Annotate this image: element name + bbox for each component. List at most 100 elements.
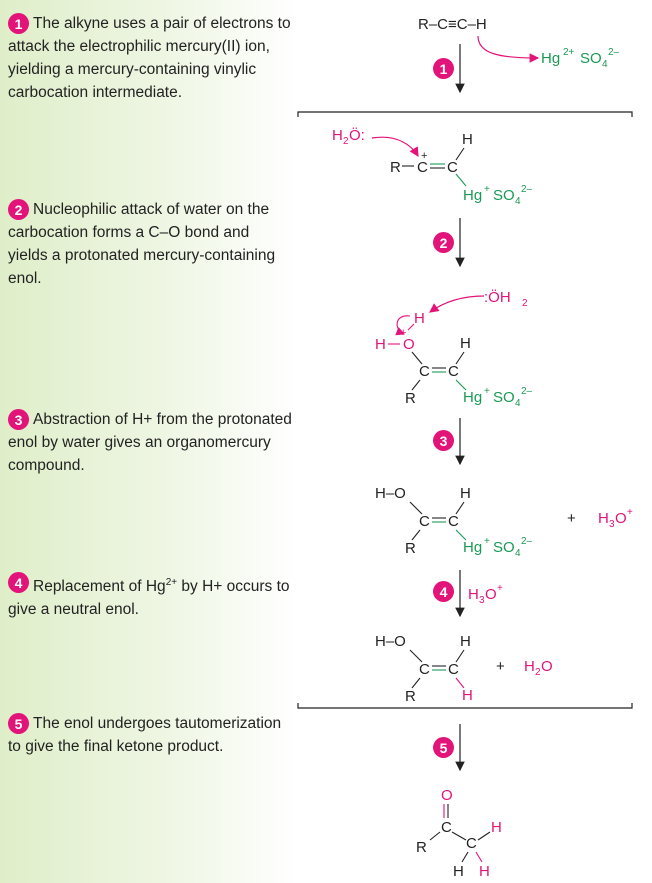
cation-c2: C — [447, 159, 458, 176]
hg-plus-sulfate-3: Hg + SO 4 2– — [463, 536, 533, 559]
h3o-subscript: 3 — [609, 519, 615, 530]
enol-r: R — [405, 688, 416, 705]
om-c2: C — [448, 513, 459, 530]
so-label-4: SO — [493, 539, 515, 556]
hg-plus-sulfate-2: Hg + SO 4 2– — [463, 386, 533, 409]
vinylic-carbocation: R C + C H — [390, 131, 473, 187]
step-1-badge: 1 — [8, 13, 29, 34]
water-o: Ö: — [349, 126, 365, 144]
so-label-3: SO — [493, 389, 515, 406]
h2o-subscript: 2 — [535, 667, 541, 678]
electron-arrow-1 — [477, 35, 540, 63]
step-1-text: The alkyne uses a pair of electrons to a… — [8, 15, 291, 101]
electron-arrow-2 — [371, 136, 419, 158]
step-3-badge: 3 — [8, 409, 29, 430]
ketone-product: O C R C H H H — [416, 787, 502, 880]
om-c1: C — [419, 513, 430, 530]
water-nucleophile: H 2 Ö: — [332, 126, 365, 147]
hgplus-charge-2: + — [484, 386, 490, 397]
bracket-top — [297, 111, 633, 117]
step-4-text-b: by H+ occurs to give a neutral enol. — [8, 578, 290, 619]
om-ho: H–O — [375, 485, 406, 502]
enol2-c2: C — [448, 363, 459, 380]
om-r: R — [405, 540, 416, 557]
so-label-2: SO — [493, 187, 515, 204]
arrow-5-badge: 5 — [433, 737, 454, 758]
step-3-text: Abstraction of H+ from the protonated en… — [8, 411, 292, 474]
h3o-o: O — [615, 510, 627, 527]
arrow-2-badge: 2 — [433, 232, 454, 253]
oxonium-charge: + — [400, 327, 406, 339]
hydronium-reagent: H 3 O + — [468, 583, 503, 606]
hg-plus-sulfate-1: Hg + SO 4 2– — [463, 184, 533, 207]
water-h: H — [332, 127, 343, 144]
cation-r: R — [390, 159, 401, 176]
so-subscript-3: 4 — [515, 398, 521, 409]
step-4-text-a: Replacement of Hg — [33, 578, 166, 596]
step-4-superscript: 2+ — [165, 577, 178, 588]
proton-h: H — [414, 310, 425, 327]
om-h: H — [460, 485, 471, 502]
protonated-enol-skeleton: C C H R — [405, 335, 471, 407]
so-charge: 2– — [608, 47, 620, 58]
h2o-o: O — [541, 658, 553, 675]
so-subscript-4: 4 — [515, 548, 521, 559]
mercury-sulfate-reagent: Hg 2+ SO 4 2– — [541, 47, 620, 70]
enol2-c1: C — [419, 363, 430, 380]
alkyne-formula: R–C≡C–H — [418, 16, 487, 33]
step-2-text: Nucleophilic attack of water on the carb… — [8, 201, 276, 287]
oxonium-h: H — [375, 336, 386, 353]
plus-sign-1: + — [567, 510, 576, 527]
oxonium-o: O — [403, 336, 415, 353]
hg-charge: 2+ — [563, 47, 575, 58]
step-5-badge: 5 — [8, 713, 29, 734]
so-label: SO — [580, 50, 602, 67]
ketone-c2: C — [466, 835, 477, 852]
ketone-o: O — [441, 787, 453, 804]
so-subscript-2: 4 — [515, 196, 521, 207]
so-charge-3: 2– — [521, 386, 533, 397]
electron-arrow-3 — [429, 295, 485, 313]
hgplus-charge-3: + — [484, 536, 490, 547]
oh2-subscript: 2 — [522, 298, 528, 309]
hydronium-product: H 3 O + — [598, 507, 633, 530]
enol-new-h: H — [462, 687, 473, 704]
bracket-bottom — [297, 703, 633, 709]
enol-c1: C — [419, 661, 430, 678]
hgplus-label-2: Hg — [463, 389, 482, 406]
organomercury-compound: H–O C C H R — [375, 485, 471, 557]
ketone-new-h: H — [491, 819, 502, 836]
water-product: H 2 O — [524, 658, 553, 678]
cation-charge: + — [421, 150, 427, 162]
ketone-h1: H — [453, 863, 464, 880]
ketone-h2: H — [479, 863, 490, 880]
h3o-h: H — [598, 510, 609, 527]
ketone-c1: C — [441, 819, 452, 836]
enol2-h: H — [460, 335, 471, 352]
water-base: :ÖH 2 — [484, 288, 528, 309]
enol-h: H — [460, 633, 471, 650]
h2o-h: H — [524, 658, 535, 675]
h3o-reagent-h: H — [468, 586, 479, 603]
alkyne-reactant: R–C≡C–H — [418, 16, 487, 33]
so-subscript: 4 — [602, 59, 608, 70]
so-charge-2: 2– — [521, 184, 533, 195]
h3o-reagent-subscript: 3 — [479, 595, 485, 606]
enol-c2: C — [448, 661, 459, 678]
step-2-badge: 2 — [8, 199, 29, 220]
arrow-3-badge: 3 — [433, 430, 454, 451]
step-4-badge: 4 — [8, 572, 29, 593]
cation-h: H — [462, 131, 473, 148]
cation-c1: C — [417, 159, 428, 176]
step-5-text: The enol undergoes tautomerization to gi… — [8, 715, 282, 755]
hgplus-charge: + — [484, 184, 490, 195]
hg-label: Hg — [541, 50, 560, 67]
ketone-r: R — [416, 839, 427, 856]
